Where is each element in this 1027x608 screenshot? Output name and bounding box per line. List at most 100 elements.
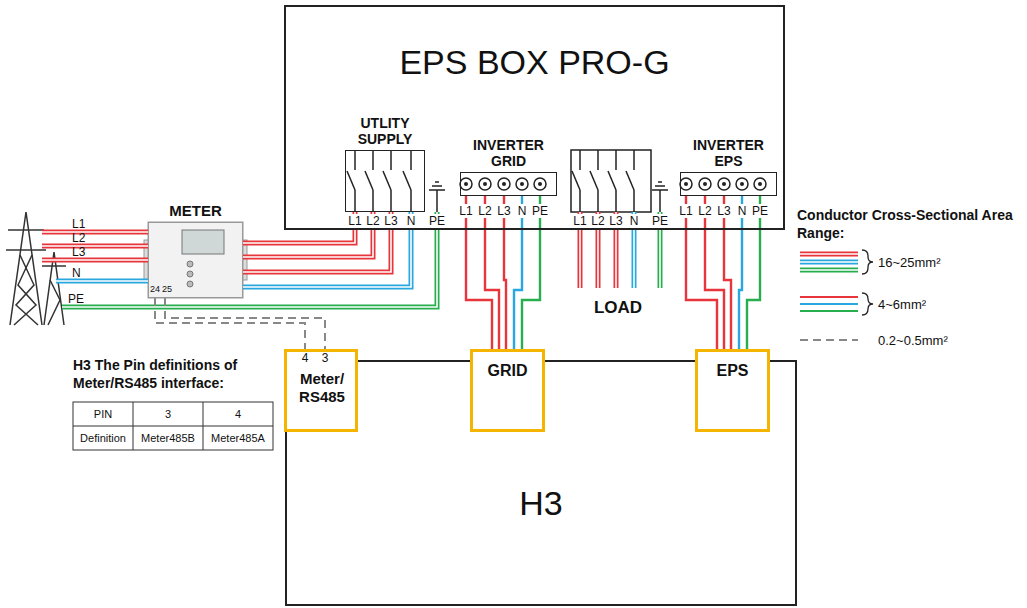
terminal-post (516, 178, 528, 190)
wire-core (243, 212, 373, 257)
terminal-label: L2 (697, 204, 712, 218)
wire-label: L1 (72, 217, 85, 231)
port-box: GRID (470, 349, 545, 432)
terminal-label: L3 (608, 214, 623, 228)
terminal-posts (460, 178, 766, 190)
label-anchor: L3 (608, 214, 623, 228)
pin-number: 3 (322, 352, 329, 365)
pylon-lattice (14, 255, 36, 325)
wire-core (659, 212, 661, 288)
label-anchor: Meter485B (141, 432, 195, 444)
label-anchor: L2 (697, 204, 712, 218)
label-anchor: N (629, 214, 640, 228)
label-anchor: 24 (150, 284, 160, 294)
phase-wire (578, 212, 583, 288)
breaker-box: UTLITY SUPPLY (345, 150, 425, 212)
phase-wire (614, 212, 619, 288)
phase-wire (596, 212, 601, 288)
terminal-label: L3 (716, 204, 731, 218)
terminal-label: L1 (458, 204, 473, 218)
wire-core (800, 253, 858, 255)
wire-core (243, 212, 391, 272)
terminal-post (498, 178, 510, 190)
pin-number: 24 (150, 284, 160, 294)
wire-core (633, 212, 635, 288)
terminal-post (736, 178, 748, 190)
wire (243, 212, 411, 287)
meter-button (187, 281, 193, 287)
terminal-post (534, 178, 546, 190)
terminal-post (718, 178, 730, 190)
wire-label: PE (68, 292, 84, 306)
table-title: H3 The Pin definitions of Meter/RS485 in… (73, 357, 278, 392)
inverter-box: H3Meter/ RS485GRIDEPS (285, 360, 797, 606)
breaker-pole (572, 150, 580, 212)
wire-core (800, 269, 858, 271)
pin-number: 25 (162, 284, 172, 294)
label-anchor: 25 (162, 284, 172, 294)
supply-wires (42, 212, 437, 307)
wire-label: L3 (72, 245, 85, 259)
label-anchor: N (406, 214, 417, 228)
node-text: Meter/ RS485 (292, 370, 352, 406)
terminal-block: INVERTER EPS (680, 172, 777, 196)
earth-wire (658, 212, 663, 288)
wire (155, 298, 305, 349)
node-text: INVERTER GRID (459, 137, 559, 169)
label-anchor: L1 (572, 214, 587, 228)
legend-sample (800, 303, 858, 305)
terminal-post (680, 178, 692, 190)
wire-core (615, 212, 617, 288)
label-anchor: PE (651, 214, 669, 228)
pin-number: 4 (302, 352, 309, 365)
meter-button (187, 271, 193, 277)
pylon-arm (6, 249, 46, 251)
node-text: UTLITY SUPPLY (335, 115, 435, 147)
label-anchor: L2 (72, 231, 85, 245)
brace (862, 250, 873, 274)
terminal-label: PE (751, 204, 769, 218)
pin-table-grid (73, 402, 273, 450)
cabinet-box: EPS BOX PRO-GUTLITY SUPPLYINVERTER GRIDI… (284, 5, 785, 230)
label-anchor: 4 (235, 408, 241, 420)
terminal-label: L3 (383, 214, 398, 228)
wire (747, 196, 760, 349)
phase-wire (42, 258, 148, 263)
table-cell: 4 (235, 408, 241, 420)
terminal-post (460, 178, 472, 190)
label-anchor: L2 (590, 214, 605, 228)
terminal-label: L1 (678, 204, 693, 218)
neutral-wire (56, 279, 148, 284)
energy-meter-drawing (144, 222, 247, 298)
table-cell: Definition (80, 432, 126, 444)
meter-display (182, 230, 224, 254)
legend-sample (800, 296, 858, 298)
legend-sample (800, 260, 858, 265)
meter-button (187, 261, 193, 267)
wire-core (42, 259, 148, 261)
wire (243, 212, 355, 243)
legend-text: 4~6mm² (878, 297, 926, 312)
wire-core (579, 212, 581, 288)
wire-bundle (466, 196, 540, 349)
table-rule (73, 426, 273, 427)
label-anchor: PIN (94, 408, 112, 420)
label-anchor: N (517, 204, 528, 218)
label-anchor: L1 (458, 204, 473, 218)
terminal-post (754, 178, 766, 190)
node-text: EPS (698, 362, 767, 380)
label-anchor: H3 The Pin definitions of Meter/RS485 in… (73, 357, 278, 392)
label-anchor: 3 (165, 408, 171, 420)
table-cell: 3 (165, 408, 171, 420)
terminal-label: N (406, 214, 417, 228)
legend-sample (800, 339, 858, 341)
pylon-leg (44, 252, 64, 325)
brace (862, 293, 873, 315)
label-anchor: Meter485A (211, 432, 265, 444)
phase-wire (42, 244, 148, 249)
terminal-label: L1 (572, 214, 587, 228)
terminal-block: INVERTER GRID (460, 172, 557, 196)
